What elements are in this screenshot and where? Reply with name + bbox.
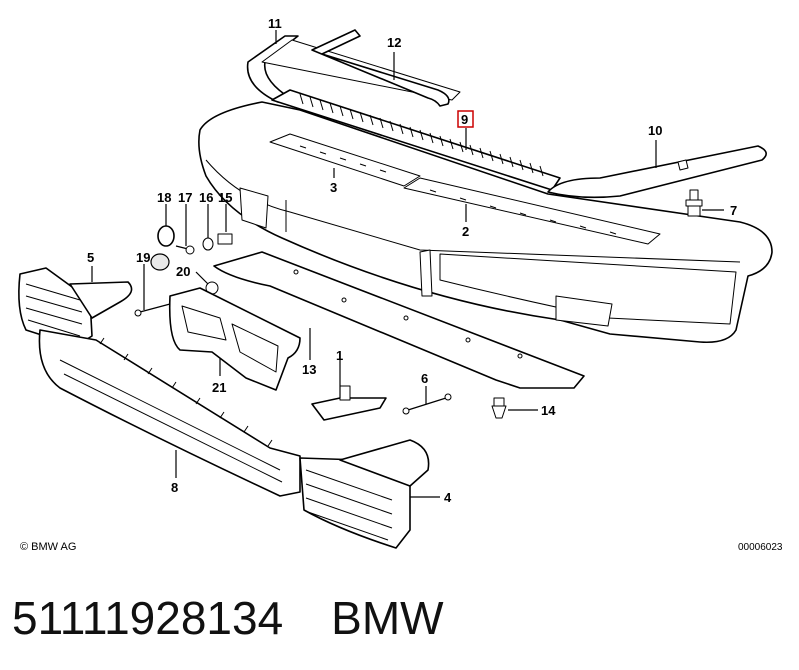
- part-5-duct: [69, 281, 133, 319]
- part-2-strip: [403, 177, 661, 245]
- bumper-left-recess: [239, 187, 269, 229]
- part-4-duct: [339, 439, 430, 487]
- part-19-cap: [150, 253, 170, 271]
- part-18-plug: [157, 225, 175, 247]
- part-6-rod: [402, 393, 452, 415]
- bumper-fog-recess: [555, 295, 613, 327]
- callout-14: 14: [541, 403, 556, 418]
- part-14-clip: [491, 397, 507, 419]
- parts-diagram: 11 12 9 10 7 3 2 18 17 16 15 19 5 20 21 …: [18, 16, 773, 549]
- screw-left: [134, 303, 171, 317]
- copyright-label: © BMW AG: [20, 541, 77, 553]
- part-4-slats: [305, 469, 393, 541]
- part-5-slats: [25, 283, 83, 337]
- callout-15: 15: [218, 190, 232, 205]
- callout-10: 10: [648, 123, 662, 138]
- callout-16: 16: [199, 190, 213, 205]
- part-10-trim: [547, 145, 767, 199]
- callout-4: 4: [444, 490, 452, 505]
- part-7-bolt: [685, 189, 703, 217]
- part-21-bracket: [168, 287, 301, 391]
- callout-2: 2: [462, 224, 469, 239]
- callout-6: 6: [421, 371, 428, 386]
- part-9-teeth: [299, 93, 544, 177]
- callout-13: 13: [302, 362, 316, 377]
- part-13-beam: [213, 251, 585, 389]
- callout-20: 20: [176, 264, 190, 279]
- brand-name: BMW: [331, 592, 444, 644]
- callout-9: 9: [461, 112, 468, 127]
- callout-7: 7: [730, 203, 737, 218]
- part-1-tab: [339, 385, 351, 401]
- part-17-screw: [175, 245, 195, 255]
- part-4-vent: [299, 457, 411, 549]
- part-21-slot-a: [181, 305, 227, 341]
- callout-18: 18: [157, 190, 171, 205]
- callout-3: 3: [330, 180, 337, 195]
- callout-11: 11: [268, 16, 282, 31]
- part-12-strip: [311, 29, 450, 107]
- callout-17: 17: [178, 190, 192, 205]
- caption-bar: 51111928134 BMW: [12, 588, 792, 648]
- part-10-clip: [677, 159, 689, 171]
- part-1-plate: [311, 397, 387, 421]
- callout-9-highlight-box: [457, 110, 474, 128]
- part-9-grille: [271, 89, 561, 191]
- callout-1: 1: [336, 348, 343, 363]
- callout-8: 8: [171, 480, 178, 495]
- part-15-clip: [217, 233, 233, 245]
- part-16-washer: [202, 237, 214, 251]
- part-number: 51111928134: [12, 592, 284, 644]
- part-8-teeth: [59, 337, 283, 483]
- leader-lines: [91, 30, 724, 498]
- callout-19: 19: [136, 250, 150, 265]
- bumper-vent: [419, 249, 433, 297]
- part-21-slot-b: [231, 323, 279, 373]
- part-8-grille: [38, 329, 301, 497]
- diagram-reference-number: 00006023: [738, 542, 783, 553]
- callout-labels: 11 12 9 10 7 3 2 18 17 16 15 19 5 20 21 …: [87, 16, 737, 505]
- callout-21: 21: [212, 380, 226, 395]
- part-2-clips: [299, 145, 617, 235]
- callout-12: 12: [387, 35, 401, 50]
- callout-5: 5: [87, 250, 94, 265]
- part-13-holes: [293, 269, 523, 359]
